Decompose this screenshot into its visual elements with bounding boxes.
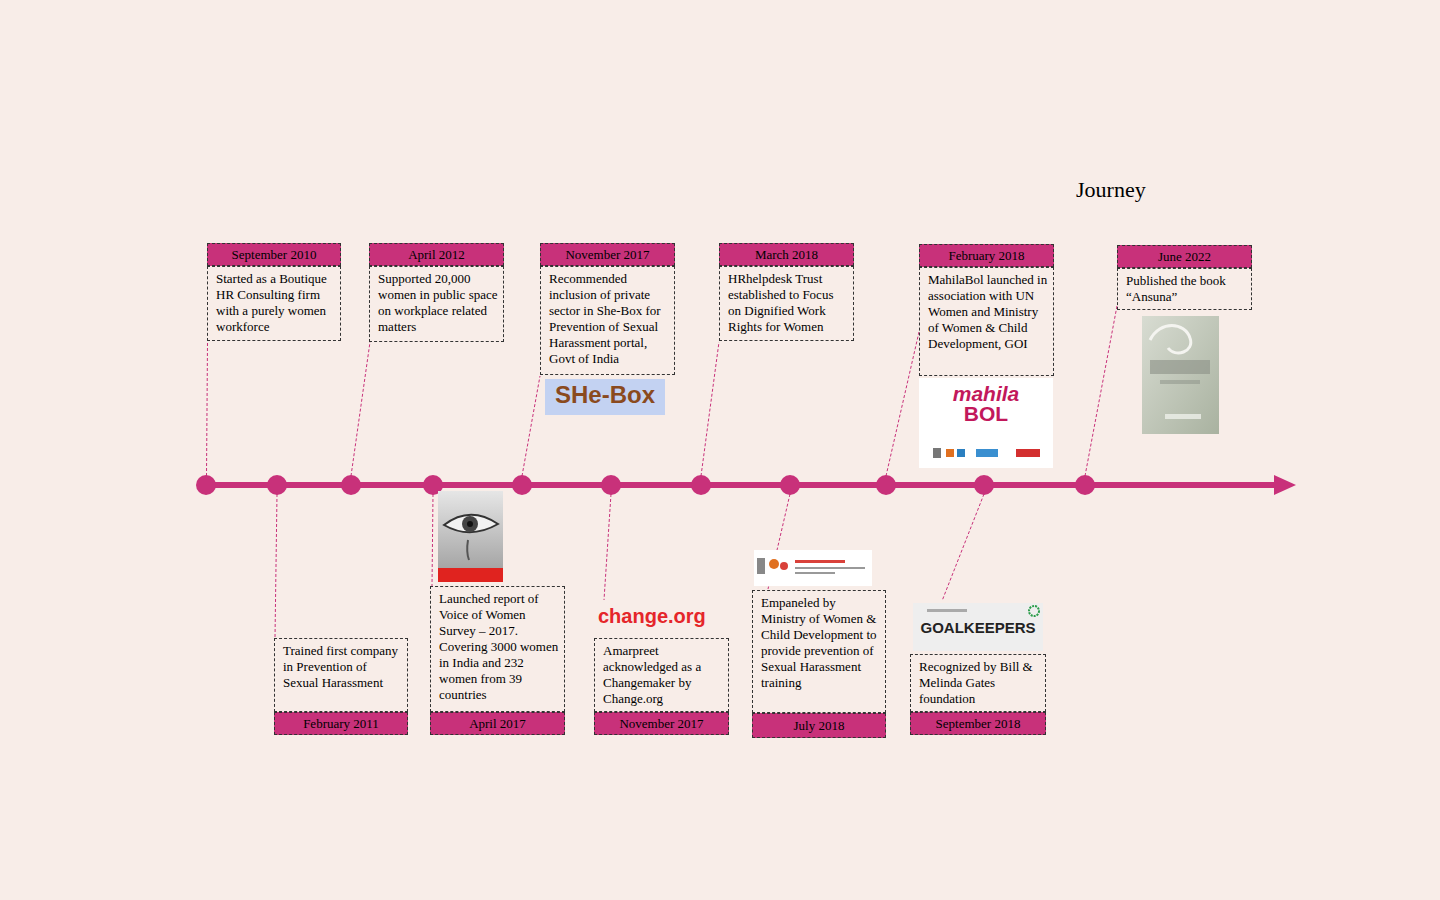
- timeline-event: Empaneled by Ministry of Women & Child D…: [752, 590, 886, 738]
- timeline-event: November 2017Recommended inclusion of pr…: [540, 243, 675, 375]
- logo-text: change.org: [598, 605, 708, 627]
- event-description: MahilaBol launched in association with U…: [919, 267, 1054, 376]
- goalkeepers-logo: [913, 603, 1043, 651]
- date-header: April 2012: [369, 243, 504, 266]
- date-header: July 2018: [752, 713, 886, 738]
- timeline-event: February 2018MahilaBol launched in assoc…: [919, 244, 1054, 376]
- event-description: Empaneled by Ministry of Women & Child D…: [752, 590, 886, 713]
- event-description: Recommended inclusion of private sector …: [540, 266, 675, 375]
- event-description: Supported 20,000 women in public space o…: [369, 266, 504, 342]
- timeline-axis: [205, 482, 1278, 488]
- date-header: November 2017: [594, 712, 729, 735]
- date-header: February 2018: [919, 244, 1054, 267]
- report-cover: [438, 491, 503, 582]
- event-description: Launched report of Voice of Women Survey…: [430, 586, 565, 712]
- logo-text: SHe-Box: [545, 382, 665, 408]
- timeline-event: Launched report of Voice of Women Survey…: [430, 586, 565, 735]
- logo-text: BOL: [919, 402, 1053, 425]
- event-description: Started as a Boutique HR Consulting firm…: [207, 266, 341, 341]
- event-description: Recognized by Bill & Melinda Gates found…: [910, 654, 1046, 712]
- timeline-event: June 2022Published the book “Ansuna”: [1117, 245, 1252, 310]
- event-description: Trained first company in Prevention of S…: [274, 638, 408, 712]
- date-header: June 2022: [1117, 245, 1252, 268]
- leader-lines: [207, 306, 1118, 638]
- empanelled-logo: [754, 550, 872, 586]
- timeline-event: Trained first company in Prevention of S…: [274, 638, 408, 735]
- date-header: September 2010: [207, 243, 341, 266]
- date-header: September 2018: [910, 712, 1046, 735]
- mahilabol-image: [919, 378, 1053, 468]
- timeline-event: April 2012Supported 20,000 women in publ…: [369, 243, 504, 342]
- timeline-event: September 2010Started as a Boutique HR C…: [207, 243, 341, 341]
- book-cover: [1142, 316, 1219, 434]
- axis-arrowhead: [1274, 475, 1296, 495]
- logo-text: GOALKEEPERS: [913, 620, 1043, 637]
- event-description: Amarpreet acknowledged as a Changemaker …: [594, 638, 729, 712]
- timeline-event: Amarpreet acknowledged as a Changemaker …: [594, 638, 729, 735]
- logo-text: mahila: [919, 382, 1053, 405]
- date-header: April 2017: [430, 712, 565, 735]
- date-header: February 2011: [274, 712, 408, 735]
- shebox-logo: [545, 379, 665, 415]
- date-header: November 2017: [540, 243, 675, 266]
- timeline-dots: [196, 475, 1095, 495]
- timeline-event: March 2018HRhelpdesk Trust established t…: [719, 243, 854, 341]
- event-description: Published the book “Ansuna”: [1117, 268, 1252, 310]
- timeline-event: Recognized by Bill & Melinda Gates found…: [910, 654, 1046, 735]
- date-header: March 2018: [719, 243, 854, 266]
- event-description: HRhelpdesk Trust established to Focus on…: [719, 266, 854, 341]
- diagram-title: Journey: [1076, 177, 1146, 203]
